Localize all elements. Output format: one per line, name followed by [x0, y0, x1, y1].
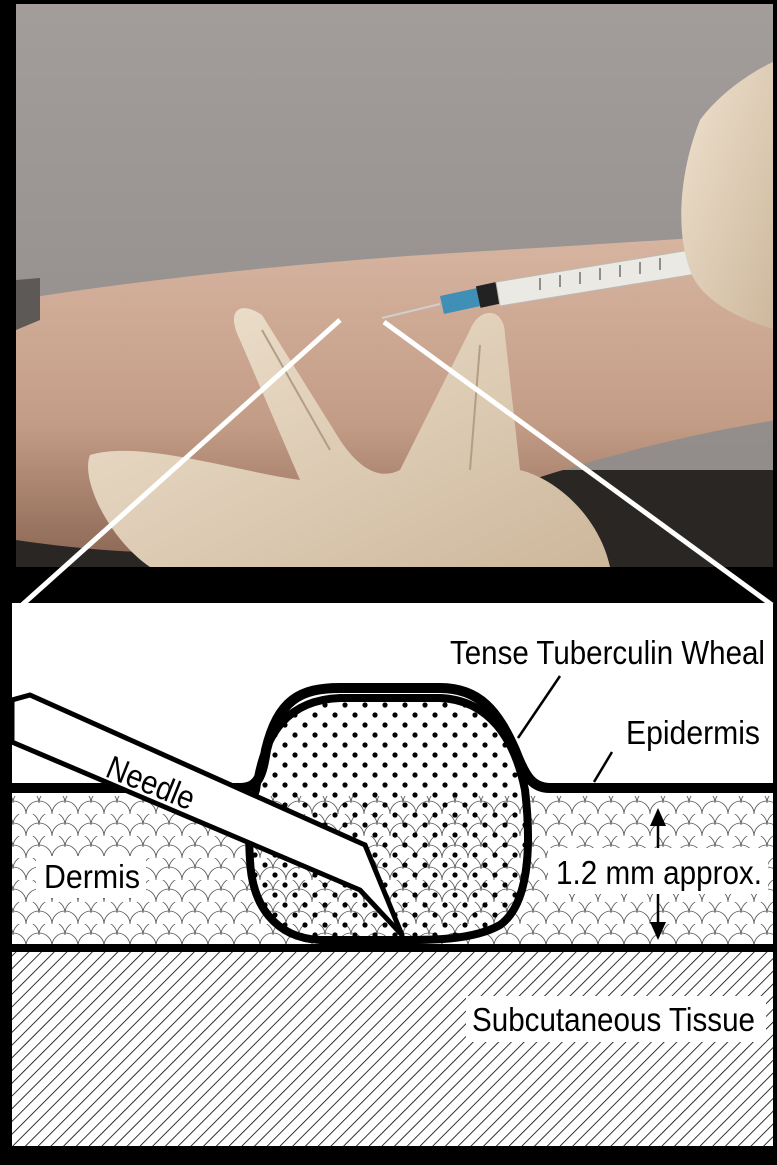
- dermis-label: Dermis: [44, 858, 140, 895]
- injection-photo: [16, 4, 777, 570]
- subcutaneous-label: Subcutaneous Tissue: [472, 1001, 755, 1038]
- skin-cross-section-diagram: Tense Tuberculin Wheal Epidermis Needle …: [12, 603, 773, 1146]
- epidermis-label: Epidermis: [626, 714, 760, 751]
- depth-label: 1.2 mm approx.: [556, 854, 762, 891]
- wheal-label: Tense Tuberculin Wheal: [450, 634, 765, 671]
- subcutaneous-layer: [12, 950, 773, 1146]
